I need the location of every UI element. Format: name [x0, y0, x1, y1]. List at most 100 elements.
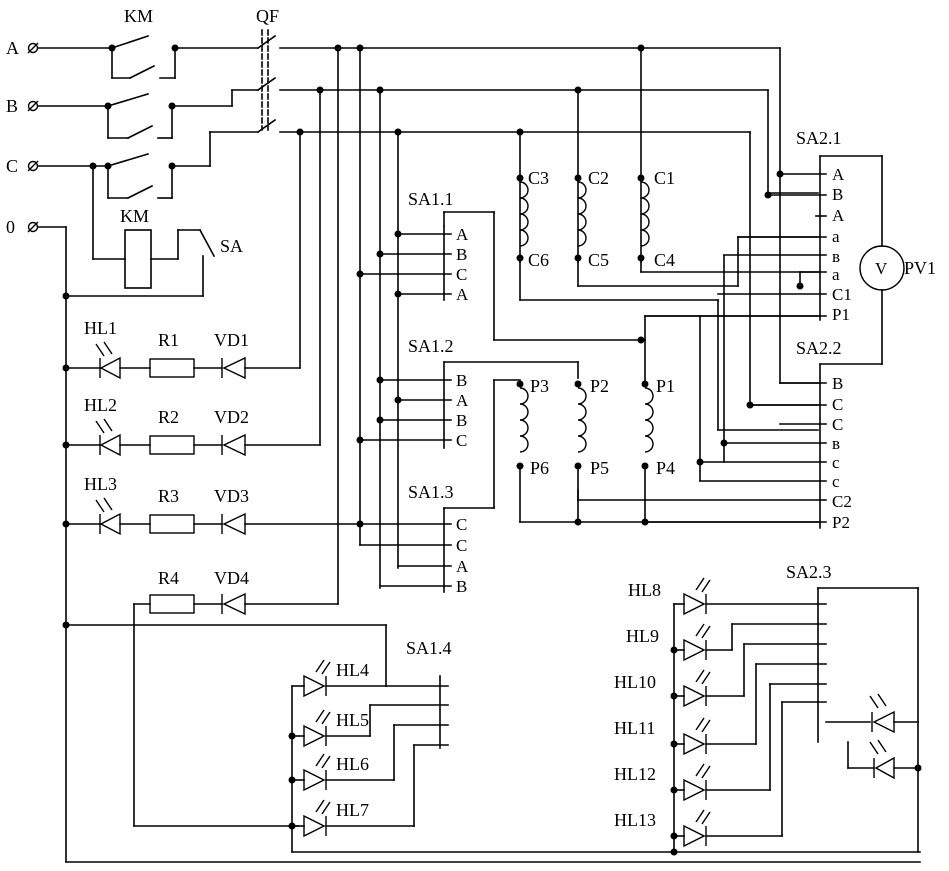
sa13-contact-4: B [456, 577, 467, 596]
vd4-label: VD4 [214, 568, 249, 588]
pv1-v-label: V [875, 259, 888, 278]
sa21-contact-6: а [832, 265, 840, 284]
sa12-contact-2: A [456, 391, 469, 410]
sa2-3-group: SA2.3 [614, 562, 922, 856]
hl1-label: HL1 [84, 318, 117, 338]
c1-label: C1 [654, 168, 675, 188]
sa1-2-switch: SA1.2 B A B C [356, 336, 579, 450]
sa21-contact-2: B [832, 185, 843, 204]
sa12-label: SA1.2 [408, 336, 454, 356]
leds-hl1-hl3 [95, 341, 121, 536]
sa-label: SA [220, 236, 243, 256]
sa13-contact-3: A [456, 557, 469, 576]
km-contacts: KM [37, 6, 259, 200]
sa21-contact-5: в [832, 247, 840, 266]
p4-label: P4 [656, 458, 675, 478]
p1-label: P1 [656, 376, 675, 396]
sa22-contact-5: с [832, 453, 840, 472]
windings-p: P3 P2 P1 P6 P5 P4 [516, 315, 819, 526]
c2-label: C2 [588, 168, 609, 188]
hl13-label: HL13 [614, 810, 656, 830]
hl11-label: HL11 [614, 718, 655, 738]
leds-hl4-hl7 [303, 659, 331, 838]
sa21-contact-7: C1 [832, 285, 852, 304]
sa13-contact-1: C [456, 515, 467, 534]
sa1-1-switch: SA1.1 A B C A [356, 189, 642, 341]
c6-label: C6 [528, 250, 549, 270]
c5-label: C5 [588, 250, 609, 270]
sa23-label: SA2.3 [786, 562, 832, 582]
c4-label: C4 [654, 250, 675, 270]
bus-junctions [296, 44, 645, 136]
r4-label: R4 [158, 568, 179, 588]
leds-hl8-hl13 [683, 577, 895, 848]
hl6-label: HL6 [336, 754, 369, 774]
hl2-label: HL2 [84, 395, 117, 415]
km-coil-circuit: KM SA [37, 165, 921, 863]
terminal-symbols [27, 42, 39, 233]
p3-label: P3 [530, 376, 549, 396]
p2-label: P2 [590, 376, 609, 396]
sa1-3-switch: SA1.3 C C A B [356, 379, 521, 596]
terminal-n-label: 0 [6, 217, 15, 237]
hl10-label: HL10 [614, 672, 656, 692]
p6-label: P6 [530, 458, 549, 478]
r3-label: R3 [158, 486, 179, 506]
supply-terminals: A B C 0 [6, 38, 39, 237]
sa21-contact-3: A [832, 206, 845, 225]
sa1-4-group: SA1.4 HL4 HL5 HL6 HL7 [65, 624, 921, 853]
sa22-contact-1: B [832, 374, 843, 393]
sa22-contact-2: C [832, 395, 843, 414]
sa2-1-switch: SA2.1 V PV1 A B A а в а C1 P1 [644, 128, 936, 463]
sa22-contact-8: P2 [832, 513, 850, 532]
hl8-label: HL8 [628, 580, 661, 600]
sa21-contact-8: P1 [832, 305, 850, 324]
qf-label: QF [256, 6, 279, 26]
sa22-contact-6: с [832, 472, 840, 491]
sa13-contact-2: C [456, 536, 467, 555]
sa22-contact-4: в [832, 434, 840, 453]
vd2-label: VD2 [214, 407, 249, 427]
resistors [149, 358, 195, 614]
hl3-label: HL3 [84, 474, 117, 494]
diodes-vd [221, 356, 246, 616]
sa13-label: SA1.3 [408, 482, 454, 502]
r1-label: R1 [158, 330, 179, 350]
sa22-contact-3: C [832, 415, 843, 434]
pv1-label: PV1 [904, 258, 936, 278]
km-coil-label: KM [120, 206, 149, 226]
sa11-contact-4: A [456, 285, 469, 304]
vd3-label: VD3 [214, 486, 249, 506]
hl4-label: HL4 [336, 660, 369, 680]
hl7-label: HL7 [336, 800, 369, 820]
indicator-branches: HL1 HL2 HL3 R1 R2 R3 R4 VD1 VD2 VD3 VD4 [62, 292, 361, 827]
sa14-label: SA1.4 [406, 638, 452, 658]
hl12-label: HL12 [614, 764, 656, 784]
sa12-contact-4: C [456, 431, 467, 450]
sa11-contact-3: C [456, 265, 467, 284]
sa21-label: SA2.1 [796, 128, 842, 148]
qf-breaker: QF [256, 6, 279, 134]
r2-label: R2 [158, 407, 179, 427]
sa12-contact-1: B [456, 371, 467, 390]
sa11-contact-1: A [456, 225, 469, 244]
sa22-contact-7: C2 [832, 492, 852, 511]
terminal-c-label: C [6, 156, 18, 176]
windings-c: C3 C2 C1 C6 C5 C4 [516, 168, 819, 431]
p5-label: P5 [590, 458, 609, 478]
sa21-contact-1: A [832, 165, 845, 184]
sa2-2-switch: SA2.2 B C C в с с C2 P2 [577, 315, 852, 532]
c3-label: C3 [528, 168, 549, 188]
sa12-contact-3: B [456, 411, 467, 430]
sa21-contact-4: а [832, 227, 840, 246]
vd1-label: VD1 [214, 330, 249, 350]
sa11-label: SA1.1 [408, 189, 454, 209]
sa11-contact-2: B [456, 245, 467, 264]
terminal-a-label: A [6, 38, 19, 58]
hl9-label: HL9 [626, 626, 659, 646]
sa22-label: SA2.2 [796, 338, 842, 358]
km-junctions [89, 44, 179, 170]
km-top-label: KM [124, 6, 153, 26]
hl5-label: HL5 [336, 710, 369, 730]
